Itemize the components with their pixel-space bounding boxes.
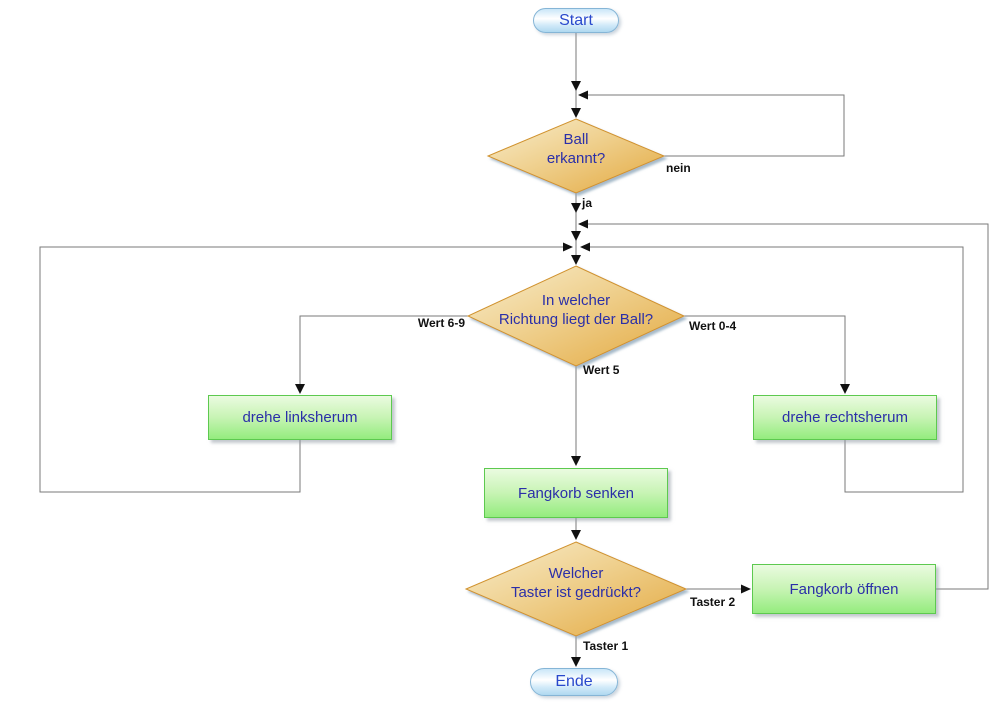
connector-links-return <box>39 246 570 493</box>
decision-taster-line1: Welcher <box>548 565 604 582</box>
arrow-down-above-merge1 <box>571 81 581 91</box>
node-fangkorb-oeffnen: Fangkorb öffnen <box>752 564 936 614</box>
edge-label-taster-1: Taster 1 <box>583 639 629 653</box>
decision-ball-erkannt-line1: Ball <box>563 131 589 148</box>
connector-lines <box>39 33 989 665</box>
node-drehe-linksherum-label: drehe linksherum <box>242 409 358 426</box>
node-start-label: Start <box>559 11 593 29</box>
node-drehe-rechtsherum-label: drehe rechtsherum <box>782 409 908 426</box>
connector-wert-0-4 <box>684 315 846 392</box>
decision-taster-shape <box>464 541 688 637</box>
edge-label-ja: ja <box>582 196 593 210</box>
node-start: Start <box>533 8 619 33</box>
decision-richtung-label: In welcher Richtung liegt der Ball? <box>466 291 686 329</box>
decision-ball-erkannt-line2: erkannt? <box>546 150 606 167</box>
arrow-right-into-oeffnen <box>741 584 751 594</box>
node-fangkorb-oeffnen-label: Fangkorb öffnen <box>789 580 899 598</box>
decision-ball-erkannt-label: Ball erkannt? <box>488 130 664 168</box>
edge-label-wert-6-9: Wert 6-9 <box>417 316 465 330</box>
edge-label-wert-5: Wert 5 <box>583 363 620 377</box>
arrow-down-into-richtung-diamond <box>571 255 581 265</box>
decision-richtung-line1: In welcher <box>541 292 611 309</box>
connector-oeffnen-return <box>581 223 989 590</box>
decision-taster-line2: Taster ist gedrückt? <box>510 584 642 601</box>
arrow-down-into-ende <box>571 657 581 667</box>
arrow-down-into-taster-diamond <box>571 530 581 540</box>
arrow-down-into-drehe-rechts <box>840 384 850 394</box>
node-drehe-linksherum: drehe linksherum <box>208 395 392 440</box>
node-fangkorb-senken: Fangkorb senken <box>484 468 668 518</box>
decision-richtung-line2: Richtung liegt der Ball? <box>498 311 654 328</box>
edge-label-nein: nein <box>666 161 691 175</box>
arrow-left-nein-loop <box>578 90 588 100</box>
connector-wert-6-9 <box>299 315 468 392</box>
connector-rechts-return <box>582 246 964 493</box>
arrow-down-into-senken <box>571 456 581 466</box>
arrow-down-into-ball-diamond <box>571 108 581 118</box>
arrow-left-rechts-return <box>580 242 590 252</box>
arrow-down-into-drehe-links <box>295 384 305 394</box>
decision-shapes <box>464 118 688 637</box>
arrowheads <box>295 81 850 667</box>
decision-taster-label: Welcher Taster ist gedrückt? <box>466 564 686 602</box>
decision-ball-erkannt-shape <box>486 118 666 194</box>
node-ende: Ende <box>530 668 618 696</box>
arrow-down-ja <box>571 203 581 213</box>
node-ende-label: Ende <box>555 673 593 690</box>
node-fangkorb-senken-label: Fangkorb senken <box>518 484 634 502</box>
arrow-right-links-return <box>563 242 573 252</box>
arrow-down-between-merges <box>571 231 581 241</box>
connector-nein-loop <box>580 94 845 157</box>
arrow-left-oeffnen-return <box>578 219 588 229</box>
edge-label-wert-0-4: Wert 0-4 <box>689 319 737 333</box>
edge-label-taster-2: Taster 2 <box>690 595 736 609</box>
node-drehe-rechtsherum: drehe rechtsherum <box>753 395 937 440</box>
decision-richtung-shape <box>466 265 686 367</box>
